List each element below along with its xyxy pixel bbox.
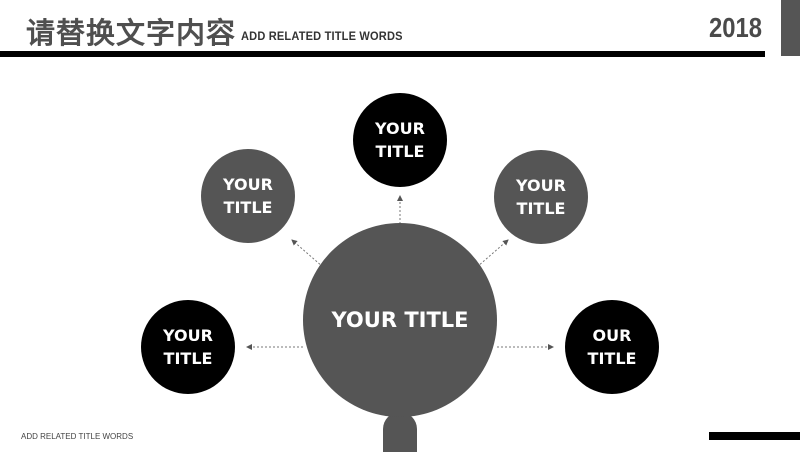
node-label-line2: TITLE xyxy=(516,199,566,218)
center-node: YOUR TITLE xyxy=(303,223,497,417)
node-label-line1: YOUR xyxy=(223,175,273,194)
center-node-label: YOUR TITLE xyxy=(331,307,469,332)
year-label: 2018 xyxy=(709,12,762,43)
node-label-line2: TITLE xyxy=(587,349,637,368)
node-lower-right: OUR TITLE xyxy=(565,300,659,394)
header-divider xyxy=(0,51,765,57)
node-label-line1: YOUR xyxy=(163,326,213,345)
node-label-line2: TITLE xyxy=(223,198,273,217)
arrow-upper-left xyxy=(291,239,324,268)
node-upper-left: YOUR TITLE xyxy=(201,149,295,243)
node-label-line1: OUR xyxy=(592,326,632,345)
header-accent-block xyxy=(781,0,800,56)
center-stem xyxy=(383,412,417,452)
footer-caption: ADD RELATED TITLE WORDS xyxy=(21,432,134,441)
node-lower-left: YOUR TITLE xyxy=(141,300,235,394)
page-title: 请替换文字内容 xyxy=(26,16,237,50)
node-label-line1: YOUR xyxy=(375,119,425,138)
node-label-line2: TITLE xyxy=(163,349,213,368)
page-subtitle: ADD RELATED TITLE WORDS xyxy=(241,29,403,43)
footer-accent-bar xyxy=(709,432,800,440)
node-label-line2: TITLE xyxy=(375,142,425,161)
node-label-line1: YOUR xyxy=(516,176,566,195)
arrow-upper-right xyxy=(476,239,509,268)
node-upper-right: YOUR TITLE xyxy=(494,150,588,244)
node-top: YOUR TITLE xyxy=(353,93,447,187)
